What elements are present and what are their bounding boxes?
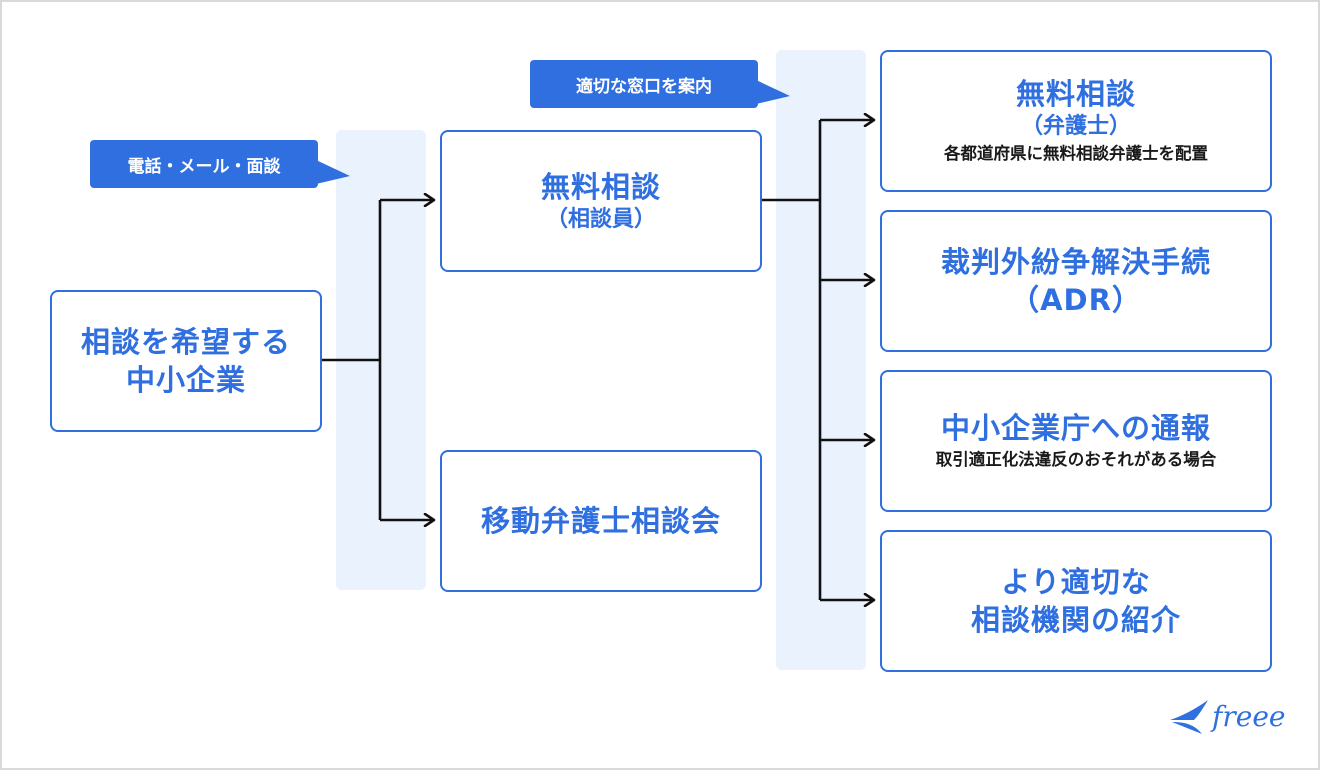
node-agency-title: 中小企業庁への通報 [940, 411, 1211, 446]
freee-logo: freee [1168, 694, 1292, 742]
node-requester-line-2: 中小企業 [125, 363, 246, 397]
node-requester-line-1: 相談を希望する [80, 324, 291, 359]
node-adr: 裁判外紛争解決手続 （ADR） [880, 210, 1272, 352]
node-referral-line-2: 相談機関の紹介 [970, 603, 1181, 637]
node-counselor-title: 無料相談 [540, 169, 661, 204]
node-mobile-title: 移動弁護士相談会 [480, 503, 721, 538]
node-referral: より適切な 相談機関の紹介 [880, 530, 1272, 672]
logo-text: freee [1210, 700, 1285, 733]
node-lawyer-note: 各都道府県に無料相談弁護士を配置 [944, 144, 1208, 164]
tag-guide-to-window: 適切な窓口を案内 [530, 60, 758, 108]
node-lawyer-sub: （弁護士） [1020, 114, 1131, 140]
tag-phone-pointer [316, 160, 350, 184]
node-counselor: 無料相談 （相談員） [440, 130, 762, 272]
tag-guide-pointer [756, 80, 790, 104]
bird-icon [1170, 700, 1208, 734]
node-agency: 中小企業庁への通報 取引適正化法違反のおそれがある場合 [880, 370, 1272, 512]
node-adr-sub: （ADR） [1010, 283, 1142, 317]
node-mobile: 移動弁護士相談会 [440, 450, 762, 592]
node-lawyer-title: 無料相談 [1015, 77, 1136, 112]
tag-phone-mail-interview: 電話・メール・面談 [90, 140, 318, 188]
node-adr-title: 裁判外紛争解決手続 [940, 244, 1211, 279]
node-referral-line-1: より適切な [1001, 564, 1151, 599]
node-counselor-sub: （相談員） [545, 206, 656, 232]
node-lawyer: 無料相談 （弁護士） 各都道府県に無料相談弁護士を配置 [880, 50, 1272, 192]
node-agency-note: 取引適正化法違反のおそれがある場合 [935, 449, 1217, 469]
node-requester: 相談を希望する 中小企業 [50, 290, 322, 432]
